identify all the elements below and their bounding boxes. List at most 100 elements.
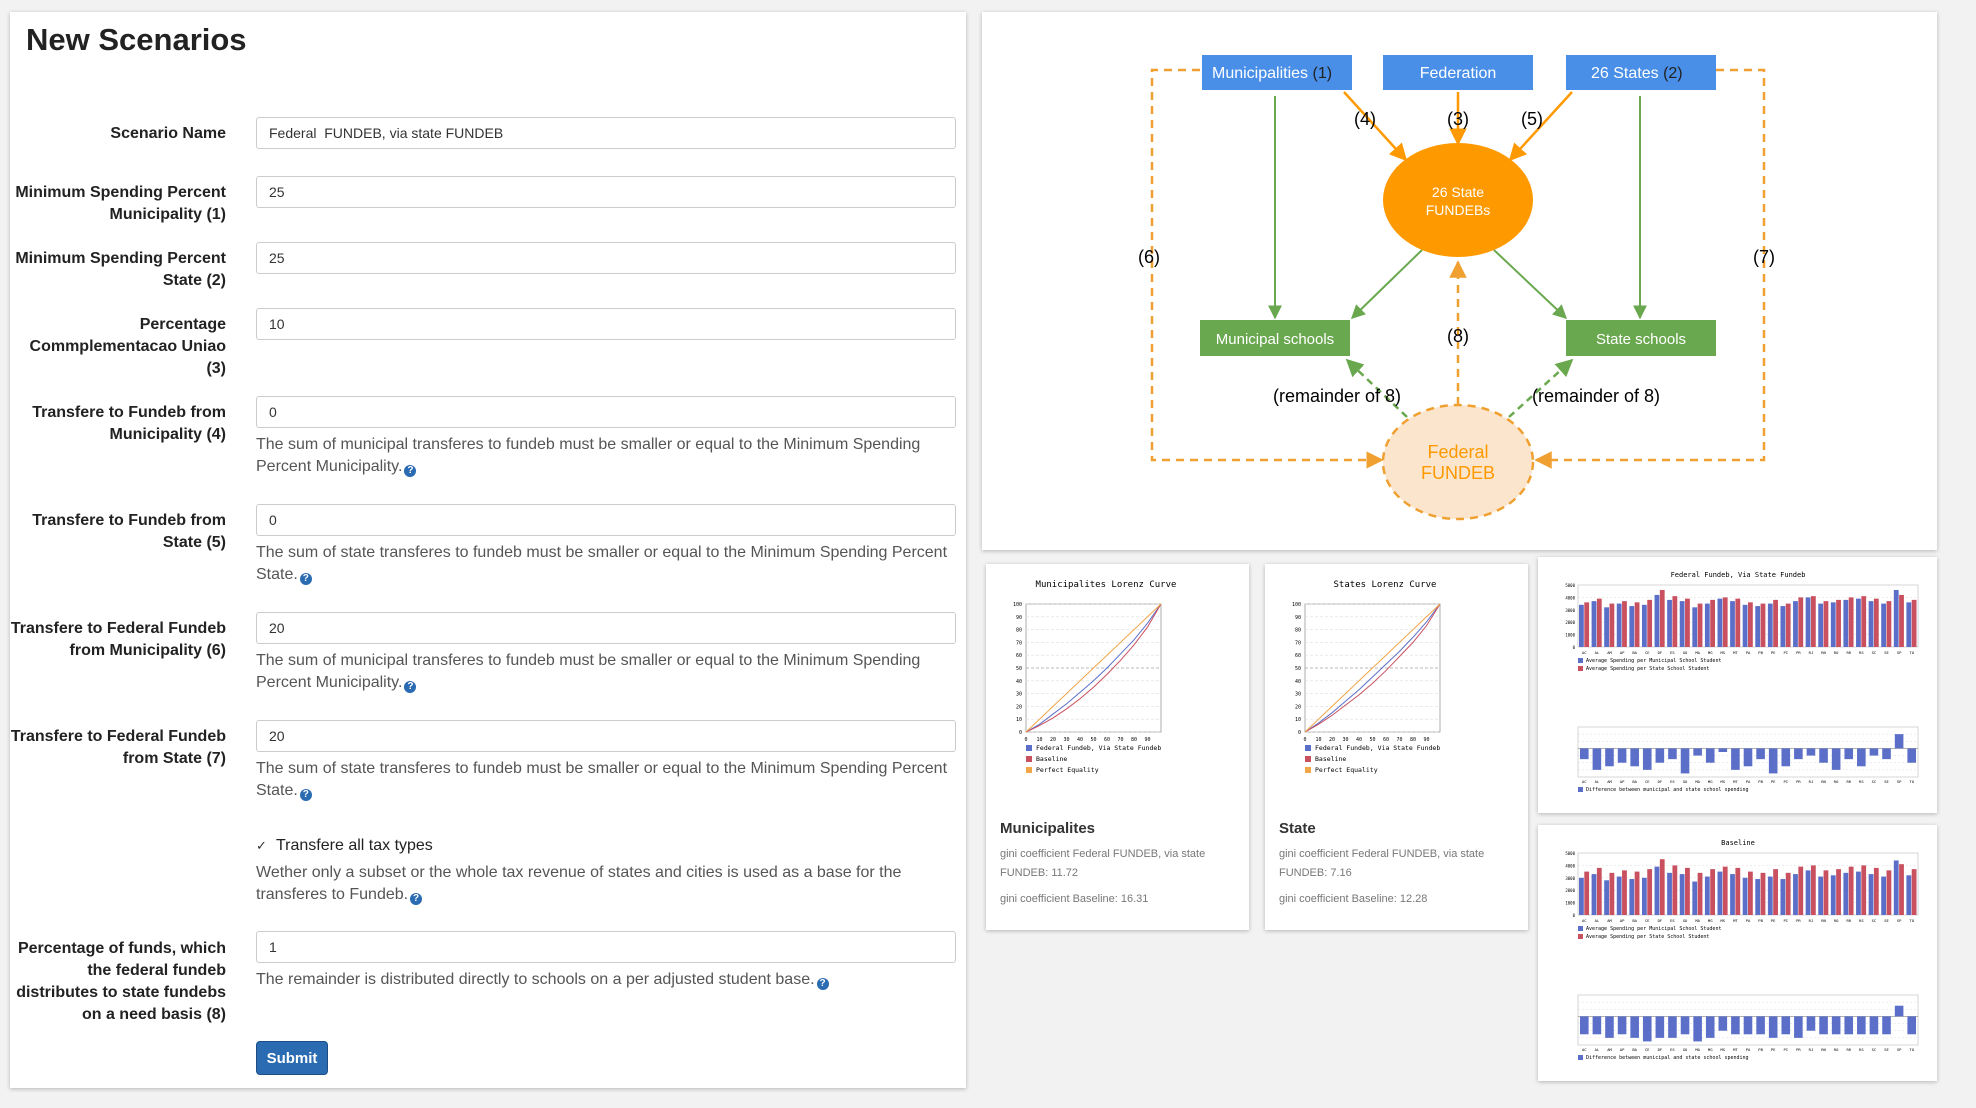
bar <box>1705 1016 1715 1038</box>
x-tick-label: MS <box>1721 650 1726 655</box>
bar <box>1704 603 1710 647</box>
x-tick-label: 0 <box>1024 737 1027 743</box>
min-spending-municipality-input[interactable] <box>256 176 956 208</box>
scenario-name-input[interactable] <box>256 117 956 149</box>
node-state-fundebs-label-2: FUNDEBs <box>1426 202 1491 218</box>
need-basis-input[interactable] <box>256 931 956 963</box>
x-tick-label: AM <box>1607 1047 1612 1052</box>
bar <box>1823 870 1829 915</box>
bar <box>1680 1016 1690 1035</box>
bar <box>1617 748 1627 763</box>
y-tick-label: 2000 <box>1565 888 1575 893</box>
legend-label: Federal Fundeb, Via State Fundeb <box>1036 744 1161 752</box>
bar <box>1857 748 1866 767</box>
bars-chart-title: Federal Fundeb, Via State Fundeb <box>1671 571 1806 579</box>
federal-state-input[interactable] <box>256 720 956 752</box>
y-tick-label: 3000 <box>1565 876 1575 881</box>
x-tick-label: RR <box>1846 918 1851 923</box>
bar <box>1881 603 1887 647</box>
question-circle-icon[interactable]: ? <box>404 465 417 477</box>
y-tick-label: 90 <box>1295 615 1301 621</box>
gini-federal: gini coefficient Federal FUNDEB, via sta… <box>1000 848 1206 879</box>
question-circle-icon[interactable]: ? <box>410 893 423 905</box>
federal-state-help: The sum of state transferes to fundeb mu… <box>256 760 948 801</box>
label-6: (6) <box>1138 247 1160 267</box>
submit-button[interactable]: Submit <box>256 1041 328 1075</box>
y-tick-label: 20 <box>1295 704 1301 710</box>
bar <box>1605 1016 1614 1038</box>
flow-fundebs-to-state-schools <box>1493 249 1568 319</box>
y-tick-label: 40 <box>1016 679 1022 685</box>
y-tick-label: 70 <box>1295 640 1301 646</box>
bar <box>1873 598 1879 647</box>
flow-7 <box>1534 68 1766 469</box>
x-tick-label: AC <box>1582 918 1587 923</box>
bar <box>1756 1016 1765 1035</box>
x-tick-label: 90 <box>1423 737 1429 743</box>
x-tick-label: GO <box>1683 779 1688 784</box>
x-tick-label: 20 <box>1329 737 1335 743</box>
legend-label: Average Spending per Municipal School St… <box>1586 658 1721 664</box>
x-tick-label: PE <box>1771 650 1776 655</box>
municipalities-lorenz-chart: Municipalites Lorenz Curve 0102030405060… <box>1013 580 1176 774</box>
bar <box>1794 748 1803 760</box>
bar <box>1730 874 1735 915</box>
x-tick-label: RJ <box>1809 1047 1814 1052</box>
bar <box>1773 869 1778 915</box>
x-tick-label: MA <box>1695 918 1700 923</box>
x-tick-label: BA <box>1632 918 1637 923</box>
bar <box>1580 1016 1589 1035</box>
question-circle-icon[interactable]: ? <box>816 978 829 990</box>
x-tick-label: RS <box>1859 918 1864 923</box>
transfer-state-input[interactable] <box>256 504 956 536</box>
bar <box>1831 748 1841 770</box>
bar <box>1617 1016 1627 1035</box>
x-tick-label: MT <box>1733 1047 1738 1052</box>
x-tick-label: RN <box>1821 779 1826 784</box>
question-circle-icon[interactable]: ? <box>404 681 417 693</box>
min-spending-state-input[interactable] <box>256 242 956 274</box>
bar <box>1768 1016 1778 1038</box>
question-circle-icon[interactable]: ? <box>299 789 312 801</box>
bar <box>1672 596 1678 647</box>
y-tick-label: 80 <box>1016 628 1022 634</box>
scenario-name-label: Scenario Name <box>110 125 226 142</box>
y-tick-label: 90 <box>1016 615 1022 621</box>
bar <box>1836 599 1841 647</box>
bar <box>1630 1016 1639 1038</box>
y-tick-label: 1000 <box>1565 901 1575 906</box>
node-municipalities-label: Municipalities (1) <box>1212 65 1332 82</box>
complementacao-input[interactable] <box>256 308 956 340</box>
all-tax-checkbox[interactable]: ✓Transfere all tax types <box>256 835 433 857</box>
x-tick-label: ES <box>1670 918 1675 923</box>
x-tick-label: BA <box>1632 779 1637 784</box>
bar <box>1730 601 1735 647</box>
x-tick-label: DF <box>1658 918 1663 923</box>
legend-label: Difference between municipal and state s… <box>1586 787 1749 793</box>
bar <box>1584 871 1590 915</box>
x-tick-label: AP <box>1620 918 1625 923</box>
series-line <box>1025 603 1162 733</box>
x-tick-label: GO <box>1683 1047 1688 1052</box>
bar <box>1911 869 1917 915</box>
bar <box>1755 606 1761 647</box>
y-tick-label: 10 <box>1016 717 1022 723</box>
x-tick-label: SP <box>1897 779 1902 784</box>
check-icon: ✓ <box>256 838 267 853</box>
x-tick-label: SE <box>1884 650 1889 655</box>
federal-municipality-input[interactable] <box>256 612 956 644</box>
transfer-state-help: The sum of state transferes to fundeb mu… <box>256 544 948 585</box>
bar <box>1882 748 1891 760</box>
bar <box>1659 859 1665 915</box>
x-tick-label: DF <box>1658 650 1663 655</box>
x-tick-label: SC <box>1872 779 1877 784</box>
x-tick-label: RJ <box>1809 779 1814 784</box>
question-circle-icon[interactable]: ? <box>299 573 312 585</box>
bar <box>1781 748 1791 767</box>
bar <box>1831 1016 1841 1035</box>
x-tick-label: AC <box>1582 1047 1587 1052</box>
x-tick-label: 50 <box>1369 737 1375 743</box>
transfer-municipality-input[interactable] <box>256 396 956 428</box>
